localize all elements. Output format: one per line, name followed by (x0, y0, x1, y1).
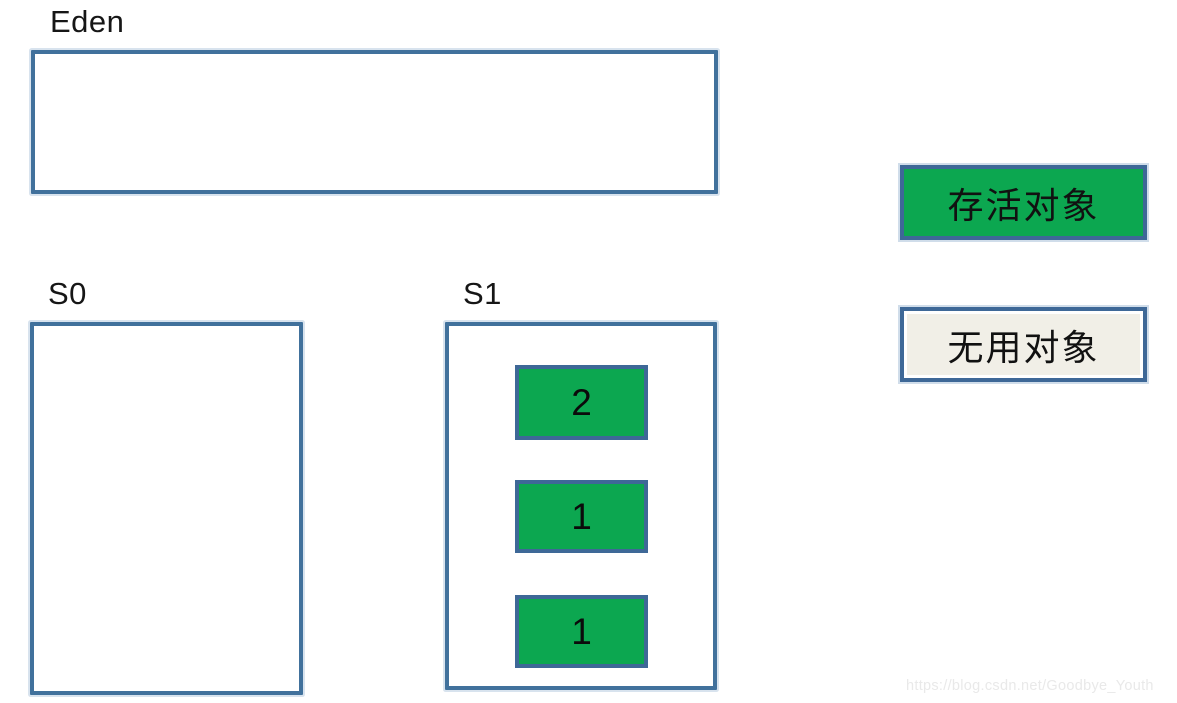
csdn-watermark: https://blog.csdn.net/Goodbye_Youth (906, 678, 1154, 694)
s0-region-box (30, 322, 303, 695)
s1-region-label: S1 (463, 276, 502, 311)
s0-region-label: S0 (48, 276, 87, 311)
eden-region-label: Eden (50, 4, 125, 39)
legend-alive-objects: 存活对象 (900, 165, 1147, 240)
s1-region-box: 2 1 1 (445, 322, 717, 690)
eden-region-box (31, 50, 718, 194)
legend-useless-objects: 无用对象 (900, 307, 1147, 382)
s1-object-block-age-1a: 1 (515, 480, 648, 553)
s1-object-block-age-2: 2 (515, 365, 648, 440)
s1-object-block-age-1b: 1 (515, 595, 648, 668)
